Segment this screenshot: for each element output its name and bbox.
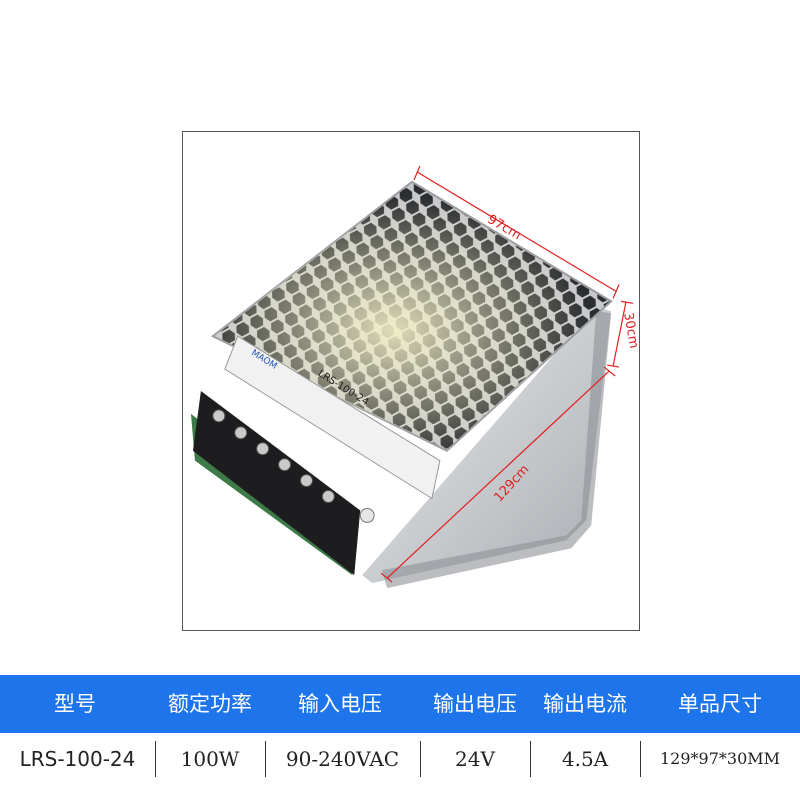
dimension-lines (380, 165, 634, 583)
terminal-block (192, 390, 361, 576)
header-output-voltage: 输出电压 (433, 692, 517, 716)
spec-value-row: LRS-100-24 100W 90-240VAC 24V 4.5A 129*9… (0, 733, 800, 785)
header-output-current: 输出电流 (543, 692, 627, 716)
header-rated-power: 额定功率 (168, 692, 252, 716)
height-dimension-label: 30cm (620, 311, 639, 349)
header-input-voltage: 输入电压 (298, 692, 382, 716)
value-model: LRS-100-24 (19, 747, 136, 771)
divider (530, 741, 531, 777)
spec-header-row: 型号 额定功率 输入电压 输出电压 输出电流 单品尺寸 (0, 675, 800, 733)
value-input-voltage: 90-240VAC (285, 747, 400, 771)
divider (155, 741, 156, 777)
value-output-voltage: 24V (455, 747, 495, 771)
adjust-screw (359, 507, 375, 523)
value-unit-size: 129*97*30MM (659, 749, 781, 768)
value-rated-power: 100W (180, 747, 240, 771)
power-supply-photo: MAOM LRS-100-24 97cm 30cm 129cm (190, 165, 639, 589)
terminal-screws (212, 409, 335, 503)
divider (265, 741, 266, 777)
divider (420, 741, 421, 777)
header-model: 型号 (54, 692, 96, 716)
header-unit-size: 单品尺寸 (678, 692, 762, 716)
spec-table: 型号 额定功率 输入电压 输出电压 输出电流 单品尺寸 LRS-100-24 1… (0, 675, 800, 785)
product-label-strip (224, 335, 441, 500)
case-side (362, 306, 612, 584)
product-photo-frame: MAOM LRS-100-24 97cm 30cm 129cm (182, 131, 640, 631)
divider (640, 741, 641, 777)
value-output-current: 4.5A (561, 747, 609, 771)
